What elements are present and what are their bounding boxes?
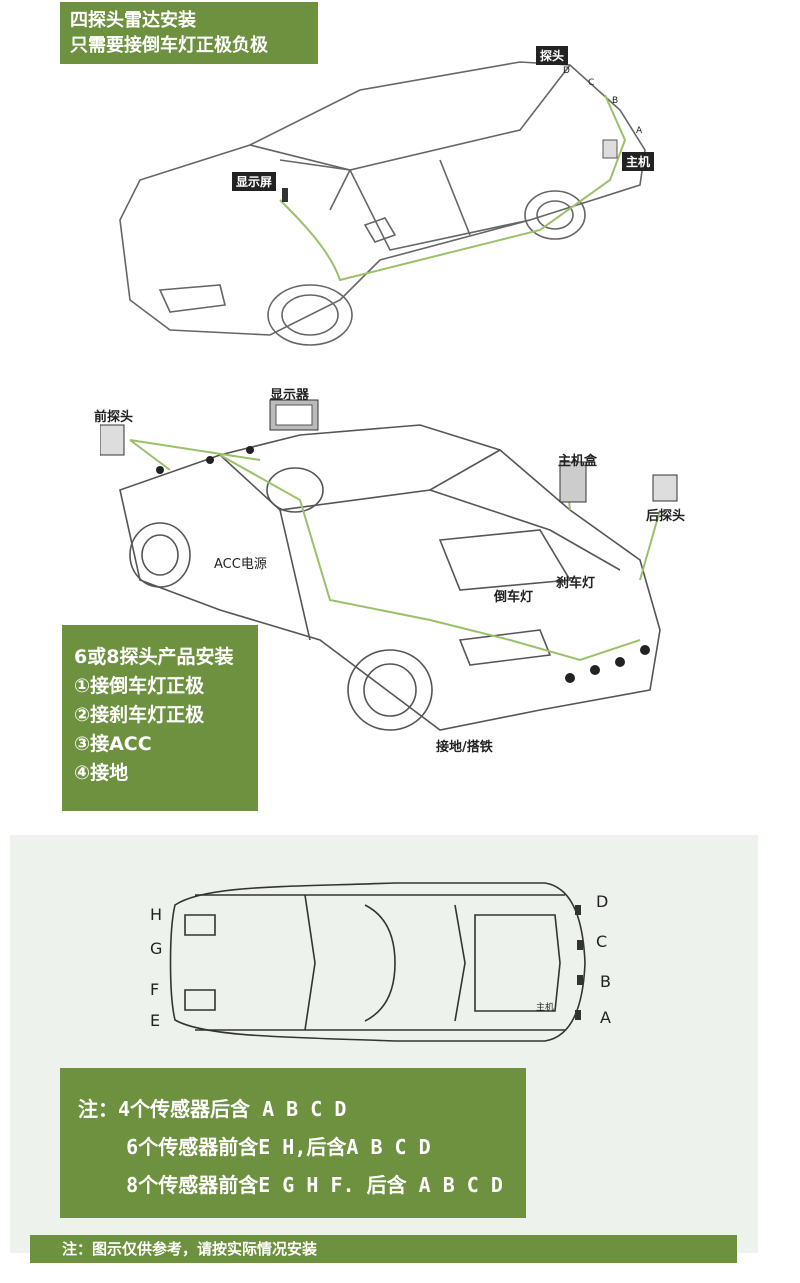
top-view-host-label: 主机 xyxy=(536,1003,555,1013)
callout-display: 显示屏 xyxy=(232,172,277,191)
section1-label-line-2: 只需要接倒车灯正极负极 xyxy=(70,35,268,56)
section2-label-line-4: ③接ACC xyxy=(74,733,152,755)
callout-probe: 探头 xyxy=(536,46,569,65)
section2-label-box: 6或8探头产品安装 ①接倒车灯正极 ②接刹车灯正极 ③接ACC ④接地 xyxy=(62,625,258,811)
callout-ground: 接地/搭铁 xyxy=(436,740,493,755)
callout-front-probe: 前探头 xyxy=(94,410,134,425)
sensor-note-line-1: 注：4个传感器后含 A B C D xyxy=(78,1097,347,1121)
position-letter-g: G xyxy=(150,939,163,958)
sensor-notes-box: 注：4个传感器后含 A B C D 6个传感器前含E H,后含A B C D 8… xyxy=(60,1068,526,1218)
sensor-letter-c: C xyxy=(588,78,595,88)
callout-acc: ACC电源 xyxy=(214,557,267,572)
position-letter-e: E xyxy=(150,1011,161,1030)
position-letter-a: A xyxy=(600,1008,611,1027)
sensor-letter-d: D xyxy=(563,66,570,76)
position-letter-c: C xyxy=(596,932,608,951)
section1-label-line-1: 四探头雷达安装 xyxy=(70,10,196,31)
sensor-note-line-3: 8个传感器前含E G H F. 后含 A B C D xyxy=(78,1173,503,1197)
callout-rear-probe: 后探头 xyxy=(646,509,686,524)
callout-host-box: 主机盒 xyxy=(558,454,598,469)
section1-label-box: 四探头雷达安装 只需要接倒车灯正极负极 xyxy=(60,2,318,64)
callout-brake-light: 刹车灯 xyxy=(556,576,596,591)
position-letter-h: H xyxy=(150,905,163,924)
sensor-letter-a: A xyxy=(636,126,643,136)
position-letter-b: B xyxy=(600,972,611,991)
callout-reverse-light: 倒车灯 xyxy=(494,590,534,605)
position-letter-f: F xyxy=(150,980,160,999)
callout-monitor: 显示器 xyxy=(270,388,310,403)
car-side-illustration xyxy=(119,61,646,346)
section2-label-line-5: ④接地 xyxy=(74,762,129,784)
position-letter-d: D xyxy=(596,892,609,911)
section2-label-line-3: ②接刹车灯正极 xyxy=(74,704,205,726)
sensor-note-line-2: 6个传感器前含E H,后含A B C D xyxy=(78,1135,431,1159)
callout-host: 主机 xyxy=(622,152,655,171)
sensor-letter-b: B xyxy=(612,96,619,106)
footer-disclaimer: 注：图示仅供参考，请按实际情况安装 xyxy=(30,1235,737,1263)
car-rear-illustration xyxy=(100,399,678,731)
section2-label-line-1: 6或8探头产品安装 xyxy=(74,646,234,668)
car-top-view-illustration xyxy=(169,882,586,1042)
section2-label-line-2: ①接倒车灯正极 xyxy=(74,675,205,697)
